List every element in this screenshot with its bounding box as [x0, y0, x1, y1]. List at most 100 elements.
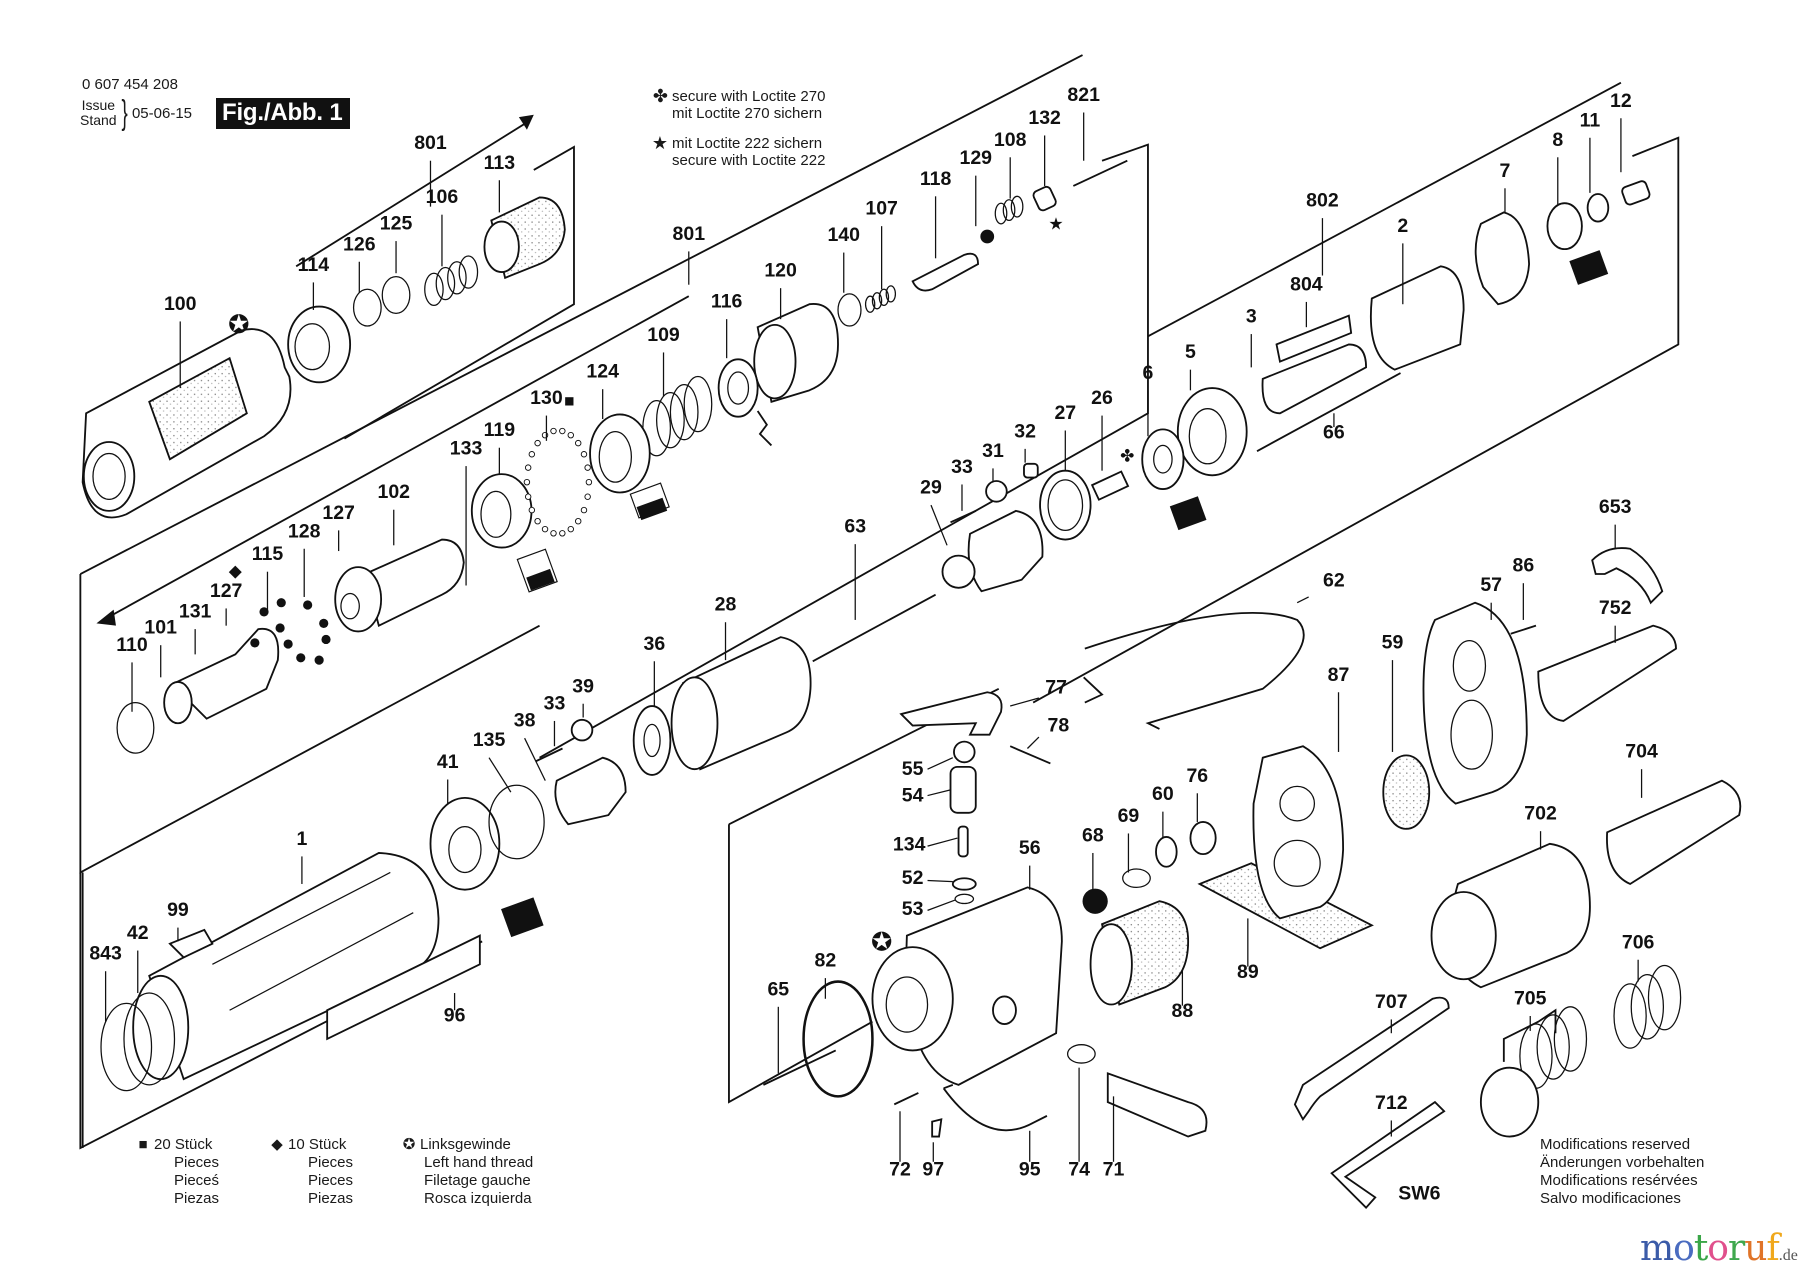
part-124-bore: [598, 431, 633, 483]
part-number-52[interactable]: 52: [902, 867, 924, 889]
part-number-801[interactable]: 801: [414, 132, 447, 154]
part-number-135[interactable]: 135: [473, 729, 506, 751]
part-number-42[interactable]: 42: [127, 922, 149, 944]
part-number-54[interactable]: 54: [902, 784, 924, 806]
part-number-1[interactable]: 1: [296, 828, 307, 850]
part-number-87[interactable]: 87: [1328, 664, 1350, 686]
part-number-33[interactable]: 33: [544, 692, 566, 714]
part-number-77[interactable]: 77: [1045, 676, 1067, 698]
part-number-41[interactable]: 41: [437, 751, 459, 773]
leader-line: [524, 737, 546, 781]
part-number-133[interactable]: 133: [450, 438, 483, 460]
part-number-12[interactable]: 12: [1610, 90, 1632, 112]
part-number-114[interactable]: 114: [298, 254, 330, 276]
part-number-95[interactable]: 95: [1019, 1159, 1041, 1181]
part-number-113[interactable]: 113: [484, 152, 516, 174]
part-number-126[interactable]: 126: [343, 233, 376, 255]
part-number-89[interactable]: 89: [1237, 961, 1259, 983]
part-number-129[interactable]: 129: [959, 147, 992, 169]
part-number-109[interactable]: 109: [647, 324, 680, 346]
part-number-107[interactable]: 107: [865, 198, 898, 220]
part-number-127[interactable]: 127: [322, 502, 355, 524]
part-number-28[interactable]: 28: [715, 594, 737, 616]
part-number-38[interactable]: 38: [514, 710, 536, 732]
part-number-821[interactable]: 821: [1067, 84, 1100, 106]
part-number-56[interactable]: 56: [1019, 837, 1041, 859]
part-number-57[interactable]: 57: [1480, 574, 1502, 596]
part-number-6[interactable]: 6: [1143, 362, 1154, 384]
part-number-127[interactable]: 127: [210, 580, 243, 602]
part-number-71[interactable]: 71: [1103, 1159, 1125, 1181]
part-number-66[interactable]: 66: [1323, 422, 1345, 444]
part-number-8[interactable]: 8: [1552, 129, 1563, 151]
part-number-106[interactable]: 106: [426, 186, 459, 208]
part-number-53[interactable]: 53: [902, 898, 924, 920]
part-number-76[interactable]: 76: [1186, 765, 1208, 787]
part-number-65[interactable]: 65: [767, 978, 789, 1000]
part-number-97[interactable]: 97: [922, 1159, 944, 1181]
part-number-802[interactable]: 802: [1306, 190, 1339, 212]
part-number-3[interactable]: 3: [1246, 306, 1257, 328]
part-number-115[interactable]: 115: [252, 543, 284, 565]
part-number-99[interactable]: 99: [167, 899, 189, 921]
part-number-55[interactable]: 55: [902, 758, 924, 780]
part-number-130[interactable]: 130: [530, 387, 563, 409]
part-number-31[interactable]: 31: [982, 440, 1004, 462]
part-number-704[interactable]: 704: [1625, 741, 1658, 763]
part-number-119[interactable]: 119: [484, 419, 516, 441]
part-number-108[interactable]: 108: [994, 129, 1027, 151]
part-number-124[interactable]: 124: [586, 361, 619, 383]
part-number-707[interactable]: 707: [1375, 991, 1408, 1013]
part-number-843[interactable]: 843: [89, 943, 122, 965]
part-number-100[interactable]: 100: [164, 293, 197, 315]
part-number-74[interactable]: 74: [1068, 1159, 1090, 1181]
part-number-36[interactable]: 36: [643, 633, 665, 655]
part-number-63[interactable]: 63: [844, 516, 866, 538]
part-number-118[interactable]: 118: [920, 168, 952, 190]
part-number-72[interactable]: 72: [889, 1159, 911, 1181]
part-number-59[interactable]: 59: [1382, 632, 1404, 654]
part-number-69[interactable]: 69: [1118, 805, 1140, 827]
part-number-68[interactable]: 68: [1082, 824, 1104, 846]
part-number-86[interactable]: 86: [1512, 555, 1534, 577]
part-number-653[interactable]: 653: [1599, 496, 1632, 518]
part-number-SW6[interactable]: SW6: [1398, 1183, 1440, 1205]
part-number-702[interactable]: 702: [1524, 803, 1557, 825]
part-number-705[interactable]: 705: [1514, 988, 1547, 1010]
part-number-120[interactable]: 120: [764, 260, 797, 282]
part-number-27[interactable]: 27: [1054, 402, 1076, 424]
part-number-32[interactable]: 32: [1014, 420, 1036, 442]
part-number-96[interactable]: 96: [444, 1005, 466, 1027]
part-number-60[interactable]: 60: [1152, 783, 1174, 805]
ball: [524, 493, 532, 500]
part-number-706[interactable]: 706: [1622, 931, 1655, 953]
part-number-78[interactable]: 78: [1048, 714, 1070, 736]
part-number-128[interactable]: 128: [288, 520, 321, 542]
part-number-62[interactable]: 62: [1323, 570, 1345, 592]
part-number-2[interactable]: 2: [1397, 215, 1408, 237]
part-number-5[interactable]: 5: [1185, 341, 1196, 363]
part-number-116[interactable]: 116: [711, 291, 743, 313]
part-number-26[interactable]: 26: [1091, 387, 1113, 409]
part-number-125[interactable]: 125: [380, 213, 413, 235]
part-number-101[interactable]: 101: [144, 617, 177, 639]
part-number-801[interactable]: 801: [673, 223, 706, 245]
part-number-39[interactable]: 39: [572, 675, 594, 697]
part-number-804[interactable]: 804: [1290, 273, 1323, 295]
part-number-33[interactable]: 33: [951, 456, 973, 478]
part-number-102[interactable]: 102: [377, 481, 410, 503]
part-702-face: [1430, 891, 1497, 981]
part-number-11[interactable]: 11: [1580, 109, 1601, 131]
part-number-88[interactable]: 88: [1172, 1000, 1194, 1022]
part-number-712[interactable]: 712: [1375, 1092, 1408, 1114]
part-number-131[interactable]: 131: [179, 601, 212, 623]
part-number-29[interactable]: 29: [920, 477, 942, 499]
part-number-140[interactable]: 140: [827, 224, 860, 246]
part-number-752[interactable]: 752: [1599, 597, 1632, 619]
part-number-110[interactable]: 110: [116, 634, 148, 656]
part-number-82[interactable]: 82: [815, 950, 837, 972]
part-number-7[interactable]: 7: [1500, 160, 1511, 182]
motoruf-logo-link[interactable]: motoruf.de: [1640, 1228, 1798, 1269]
part-number-132[interactable]: 132: [1028, 107, 1061, 129]
part-number-134[interactable]: 134: [893, 834, 926, 856]
